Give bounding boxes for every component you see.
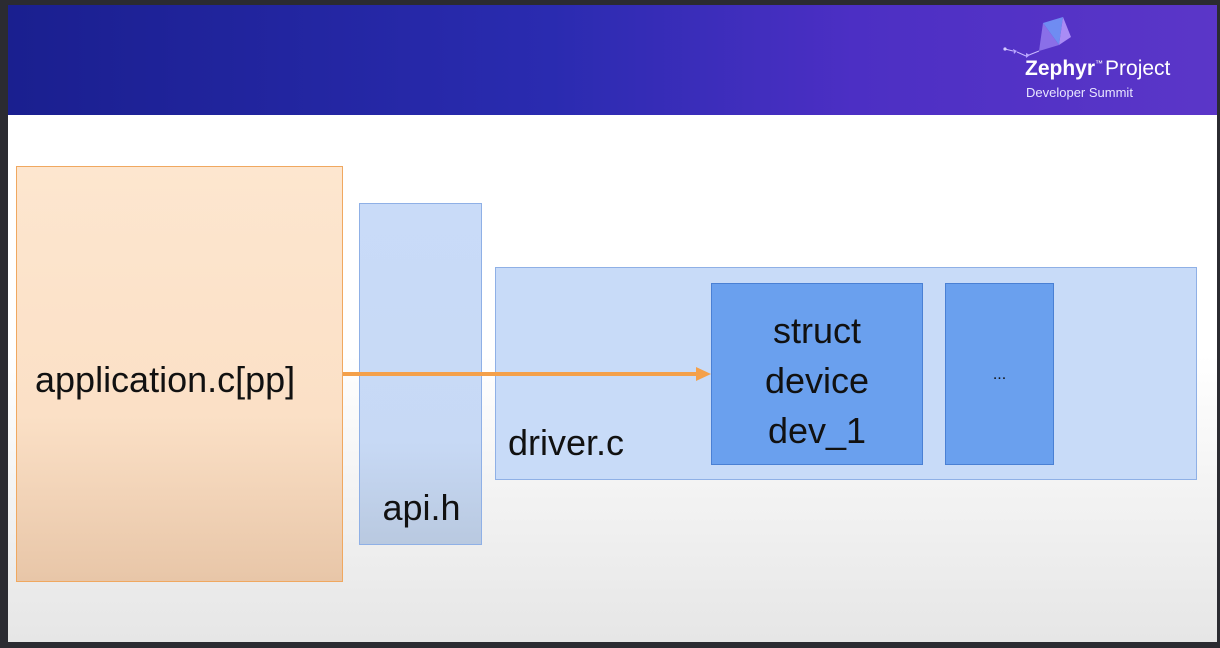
- header-banner: Zephyr™Project Developer Summit: [8, 5, 1217, 115]
- zephyr-kite-icon: [1003, 17, 1071, 58]
- more-devices-box: ...: [945, 283, 1054, 465]
- logo-project: Project: [1105, 57, 1171, 80]
- device-line-2: device: [764, 360, 870, 401]
- zephyr-logo: Zephyr™Project Developer Summit: [999, 15, 1199, 105]
- logo-brand: Zephyr: [1025, 57, 1096, 80]
- driver-label: driver.c: [508, 422, 625, 463]
- application-box: application.c[pp]: [16, 166, 343, 582]
- slide: Zephyr™Project Developer Summit applicat…: [8, 5, 1217, 642]
- device-line-3: dev_1: [767, 410, 867, 451]
- logo-trademark: ™: [1095, 59, 1104, 68]
- api-label: api.h: [382, 487, 461, 528]
- application-label: application.c[pp]: [35, 359, 296, 400]
- api-box: api.h: [359, 203, 482, 545]
- device-line-1: struct: [772, 310, 861, 351]
- logo-subtitle: Developer Summit: [1026, 85, 1133, 100]
- more-label: ...: [992, 366, 1007, 383]
- logo-title: Zephyr™Project: [1025, 57, 1170, 81]
- device-label: struct device dev_1: [712, 306, 922, 456]
- device-box: struct device dev_1: [711, 283, 923, 465]
